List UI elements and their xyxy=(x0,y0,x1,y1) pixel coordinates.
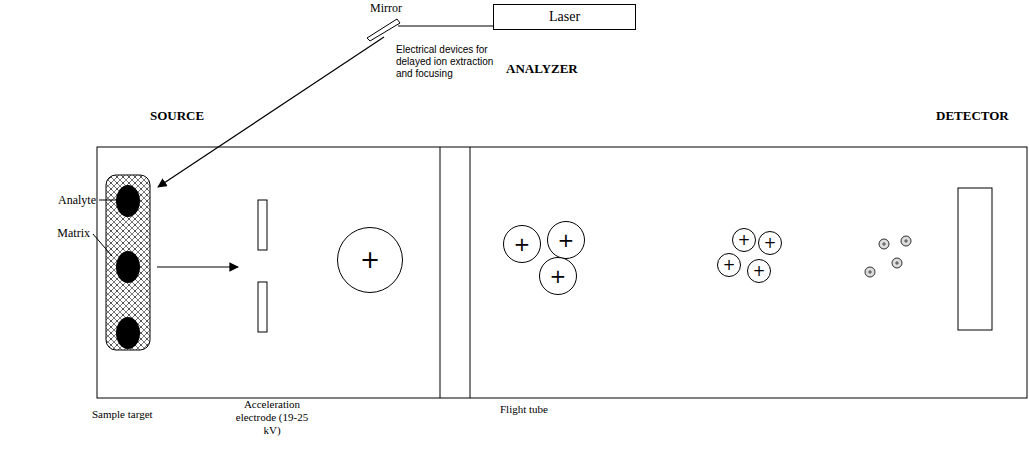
laser-label: Laser xyxy=(549,10,580,24)
ion-charge xyxy=(895,261,899,265)
flight-tube-wall xyxy=(440,147,441,398)
ion-circle: + xyxy=(547,221,585,259)
charge-sign: + xyxy=(558,230,575,250)
leader-line xyxy=(93,234,112,256)
mirror-outline xyxy=(366,18,402,42)
part-label: Sample target xyxy=(92,408,153,421)
ion-charge xyxy=(868,270,872,274)
section-heading: SOURCE xyxy=(150,108,204,123)
small-ion xyxy=(879,239,889,249)
annotation: Electrical devices for delayed ion extra… xyxy=(396,44,500,80)
ion-circle: + xyxy=(337,227,403,293)
charge-sign: + xyxy=(738,233,751,248)
ion-circle: + xyxy=(503,225,541,263)
ion-circle: + xyxy=(747,259,771,283)
small-ions xyxy=(865,236,911,277)
ion-circle: + xyxy=(539,257,577,295)
laser-box: Laser xyxy=(493,4,636,30)
charge-sign: + xyxy=(723,258,736,273)
sample-target xyxy=(106,175,150,350)
analyte-spot xyxy=(116,317,140,349)
part-label: Analyte xyxy=(30,193,96,207)
charge-sign: + xyxy=(550,266,567,286)
mirror-label: Mirror xyxy=(356,1,416,16)
analyte-spot xyxy=(116,185,140,217)
charge-sign: + xyxy=(360,248,380,272)
section-heading: DETECTOR xyxy=(936,108,1009,123)
part-label: Matrix xyxy=(30,226,90,240)
small-ion xyxy=(901,236,911,246)
part-label: Acceleration electrode (19-25 kV) xyxy=(230,398,314,437)
ion-direction-arrow xyxy=(157,266,238,267)
analyte-spot xyxy=(116,251,140,283)
part-label: Flight tube xyxy=(500,403,548,416)
acceleration-electrode xyxy=(258,282,267,332)
charge-sign: + xyxy=(764,236,777,251)
ion-charge xyxy=(882,242,886,246)
ion-charge xyxy=(904,239,908,243)
detector-plate xyxy=(958,188,992,330)
ion-circle: + xyxy=(758,231,782,255)
laser-beam-line xyxy=(398,25,493,26)
charge-sign: + xyxy=(514,234,531,254)
small-ion xyxy=(865,267,875,277)
leader-line xyxy=(99,200,117,201)
ion-circle: + xyxy=(717,253,741,277)
ion-circle: + xyxy=(732,228,756,252)
instrument-housing xyxy=(97,147,1027,398)
section-heading: ANALYZER xyxy=(506,61,578,76)
charge-sign: + xyxy=(753,264,766,279)
flight-tube-wall xyxy=(470,147,471,398)
small-ion xyxy=(892,258,902,268)
mirror: Mirror xyxy=(366,18,402,42)
acceleration-electrode xyxy=(258,200,267,250)
